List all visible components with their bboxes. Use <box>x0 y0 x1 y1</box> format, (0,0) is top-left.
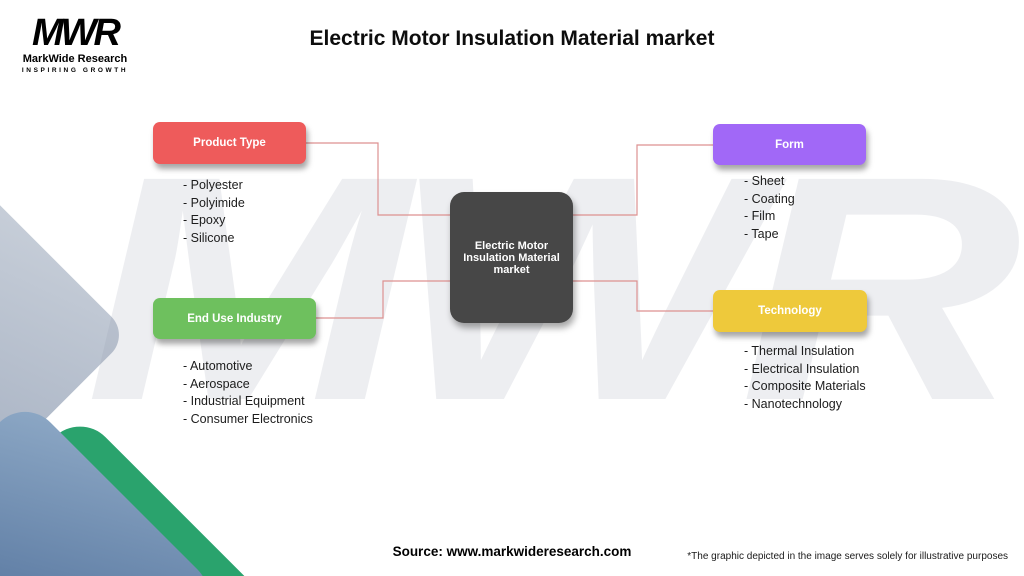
list-item: - Coating <box>744 191 795 206</box>
list-item: - Nanotechnology <box>744 396 842 411</box>
list-item: - Composite Materials <box>744 379 866 393</box>
branch-product-type: Product Type - Polyester - Polyimide - E… <box>153 122 306 247</box>
disclaimer-text: *The graphic depicted in the image serve… <box>687 551 1008 562</box>
branch-list-technology: - Thermal Insulation - Electrical Insula… <box>744 343 867 413</box>
page-title: Electric Motor Insulation Material marke… <box>309 27 715 50</box>
branch-header-form: Form <box>713 124 866 165</box>
source-label: Source: <box>392 544 443 559</box>
branch-technology: Technology - Thermal Insulation - Electr… <box>713 290 867 413</box>
list-item: - Sheet <box>744 174 785 188</box>
logo-tagline: Inspiring Growth <box>21 67 129 74</box>
list-item: - Tape <box>744 226 779 241</box>
list-item: - Electrical Insulation <box>744 361 860 376</box>
list-item: - Thermal Insulation <box>744 344 855 358</box>
list-item: - Consumer Electronics <box>183 411 313 426</box>
center-node: Electric Motor Insulation Material marke… <box>450 192 573 323</box>
markwide-research-logo: MWR MarkWide Research Inspiring Growth <box>20 14 130 74</box>
logo-company-name: MarkWide Research <box>22 53 128 65</box>
source-url: www.markwideresearch.com <box>446 544 632 559</box>
list-item: - Silicone <box>183 230 235 245</box>
branch-form: Form - Sheet - Coating - Film - Tape <box>713 124 866 243</box>
list-item: - Epoxy <box>183 213 226 227</box>
branch-header-end-use-industry: End Use Industry <box>153 298 316 339</box>
branch-header-technology: Technology <box>713 290 867 332</box>
source-text: Source: www.markwideresearch.com <box>0 544 1024 559</box>
list-item: - Aerospace <box>183 376 250 391</box>
branch-list-product-type: - Polyester - Polyimide - Epoxy - Silico… <box>183 177 306 247</box>
branch-end-use-industry: End Use Industry - Automotive - Aerospac… <box>153 298 316 428</box>
list-item: - Film <box>744 209 776 223</box>
center-node-label: Electric Motor Insulation Material marke… <box>463 239 560 276</box>
branch-list-end-use-industry: - Automotive - Aerospace - Industrial Eq… <box>183 358 316 428</box>
list-item: - Automotive <box>183 359 253 373</box>
list-item: - Polyester <box>183 178 243 192</box>
list-item: - Industrial Equipment <box>183 394 305 408</box>
branch-header-product-type: Product Type <box>153 122 306 164</box>
list-item: - Polyimide <box>183 195 245 210</box>
logo-mwr-monogram: MWR <box>32 12 121 54</box>
branch-list-form: - Sheet - Coating - Film - Tape <box>744 173 866 243</box>
